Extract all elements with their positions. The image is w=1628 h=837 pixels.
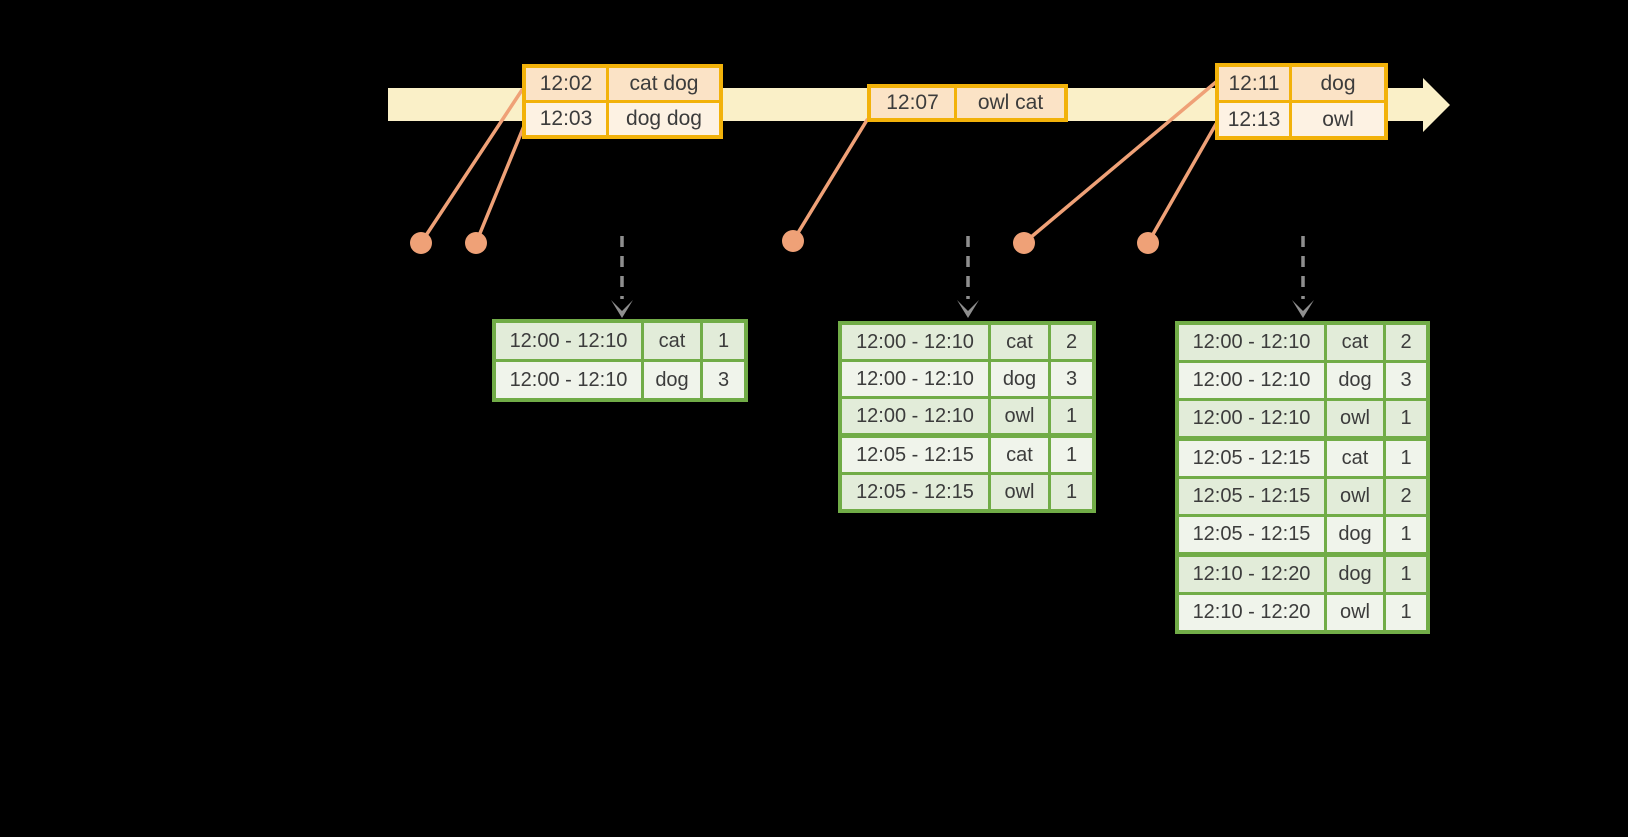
table-cell: 2: [1051, 325, 1092, 359]
table-cell: 12:11: [1219, 67, 1289, 100]
table-cell: owl: [991, 399, 1048, 433]
table-cell: 12:00 - 12:10: [496, 362, 641, 398]
table-cell: 12:02: [526, 68, 606, 100]
event-dot-3: [782, 230, 804, 252]
table-cell: cat: [991, 438, 1048, 472]
table-cell: 12:10 - 12:20: [1179, 595, 1324, 630]
table-cell: cat: [1327, 441, 1383, 476]
event-line-2: [474, 124, 526, 245]
table-cell: cat: [1327, 325, 1383, 360]
table-cell: 1: [1386, 441, 1426, 476]
table-cell: 12:05 - 12:15: [842, 475, 988, 509]
table-cell: dog: [1292, 67, 1384, 100]
table-cell: owl cat: [957, 88, 1064, 118]
table-cell: cat dog: [609, 68, 719, 100]
table-cell: dog: [991, 362, 1048, 396]
table-cell: owl: [1292, 103, 1384, 136]
trigger-arrowhead-3: [1292, 300, 1314, 318]
table-cell: 12:05 - 12:15: [1179, 517, 1324, 552]
table-cell: owl: [1327, 595, 1383, 630]
table-cell: 3: [703, 362, 744, 398]
table-cell: 1: [1386, 557, 1426, 592]
table-cell: 12:00 - 12:10: [496, 323, 641, 359]
table-cell: 1: [1386, 517, 1426, 552]
table-cell: 2: [1386, 325, 1426, 360]
table-cell: cat: [644, 323, 700, 359]
table-cell: 12:05 - 12:15: [842, 438, 988, 472]
table-cell: 12:00 - 12:10: [842, 399, 988, 433]
table-cell: dog: [1327, 517, 1383, 552]
event-line-3: [791, 118, 869, 243]
table-cell: 1: [1051, 399, 1092, 433]
table-cell: owl: [1327, 479, 1383, 514]
event-dot-5: [1137, 232, 1159, 254]
table-cell: 12:03: [526, 103, 606, 135]
table-cell: 1: [1051, 438, 1092, 472]
trigger-arrowhead-2: [957, 300, 979, 318]
table-cell: 2: [1386, 479, 1426, 514]
table-cell: 12:13: [1219, 103, 1289, 136]
table-cell: cat: [991, 325, 1048, 359]
table-cell: 12:05 - 12:15: [1179, 479, 1324, 514]
event-dot-1: [410, 232, 432, 254]
table-cell: dog: [1327, 363, 1383, 398]
table-cell: 12:05 - 12:15: [1179, 441, 1324, 476]
table-cell: 12:00 - 12:10: [842, 325, 988, 359]
table-cell: 1: [1051, 475, 1092, 509]
table-cell: 3: [1386, 363, 1426, 398]
table-cell: 3: [1051, 362, 1092, 396]
trigger-arrowhead-1: [611, 300, 633, 318]
table-cell: 12:07: [871, 88, 954, 118]
event-line-5: [1146, 122, 1218, 245]
table-cell: 12:00 - 12:10: [1179, 325, 1324, 360]
table-cell: 1: [1386, 595, 1426, 630]
event-line-1: [419, 88, 524, 245]
table-cell: owl: [1327, 401, 1383, 436]
table-cell: dog: [644, 362, 700, 398]
table-cell: dog dog: [609, 103, 719, 135]
event-line-4: [1022, 80, 1218, 245]
event-dot-4: [1013, 232, 1035, 254]
event-dot-2: [465, 232, 487, 254]
table-cell: 12:10 - 12:20: [1179, 557, 1324, 592]
table-cell: dog: [1327, 557, 1383, 592]
table-cell: 12:00 - 12:10: [1179, 401, 1324, 436]
table-cell: 12:00 - 12:10: [842, 362, 988, 396]
table-cell: 1: [703, 323, 744, 359]
table-cell: owl: [991, 475, 1048, 509]
table-cell: 12:00 - 12:10: [1179, 363, 1324, 398]
table-cell: 1: [1386, 401, 1426, 436]
